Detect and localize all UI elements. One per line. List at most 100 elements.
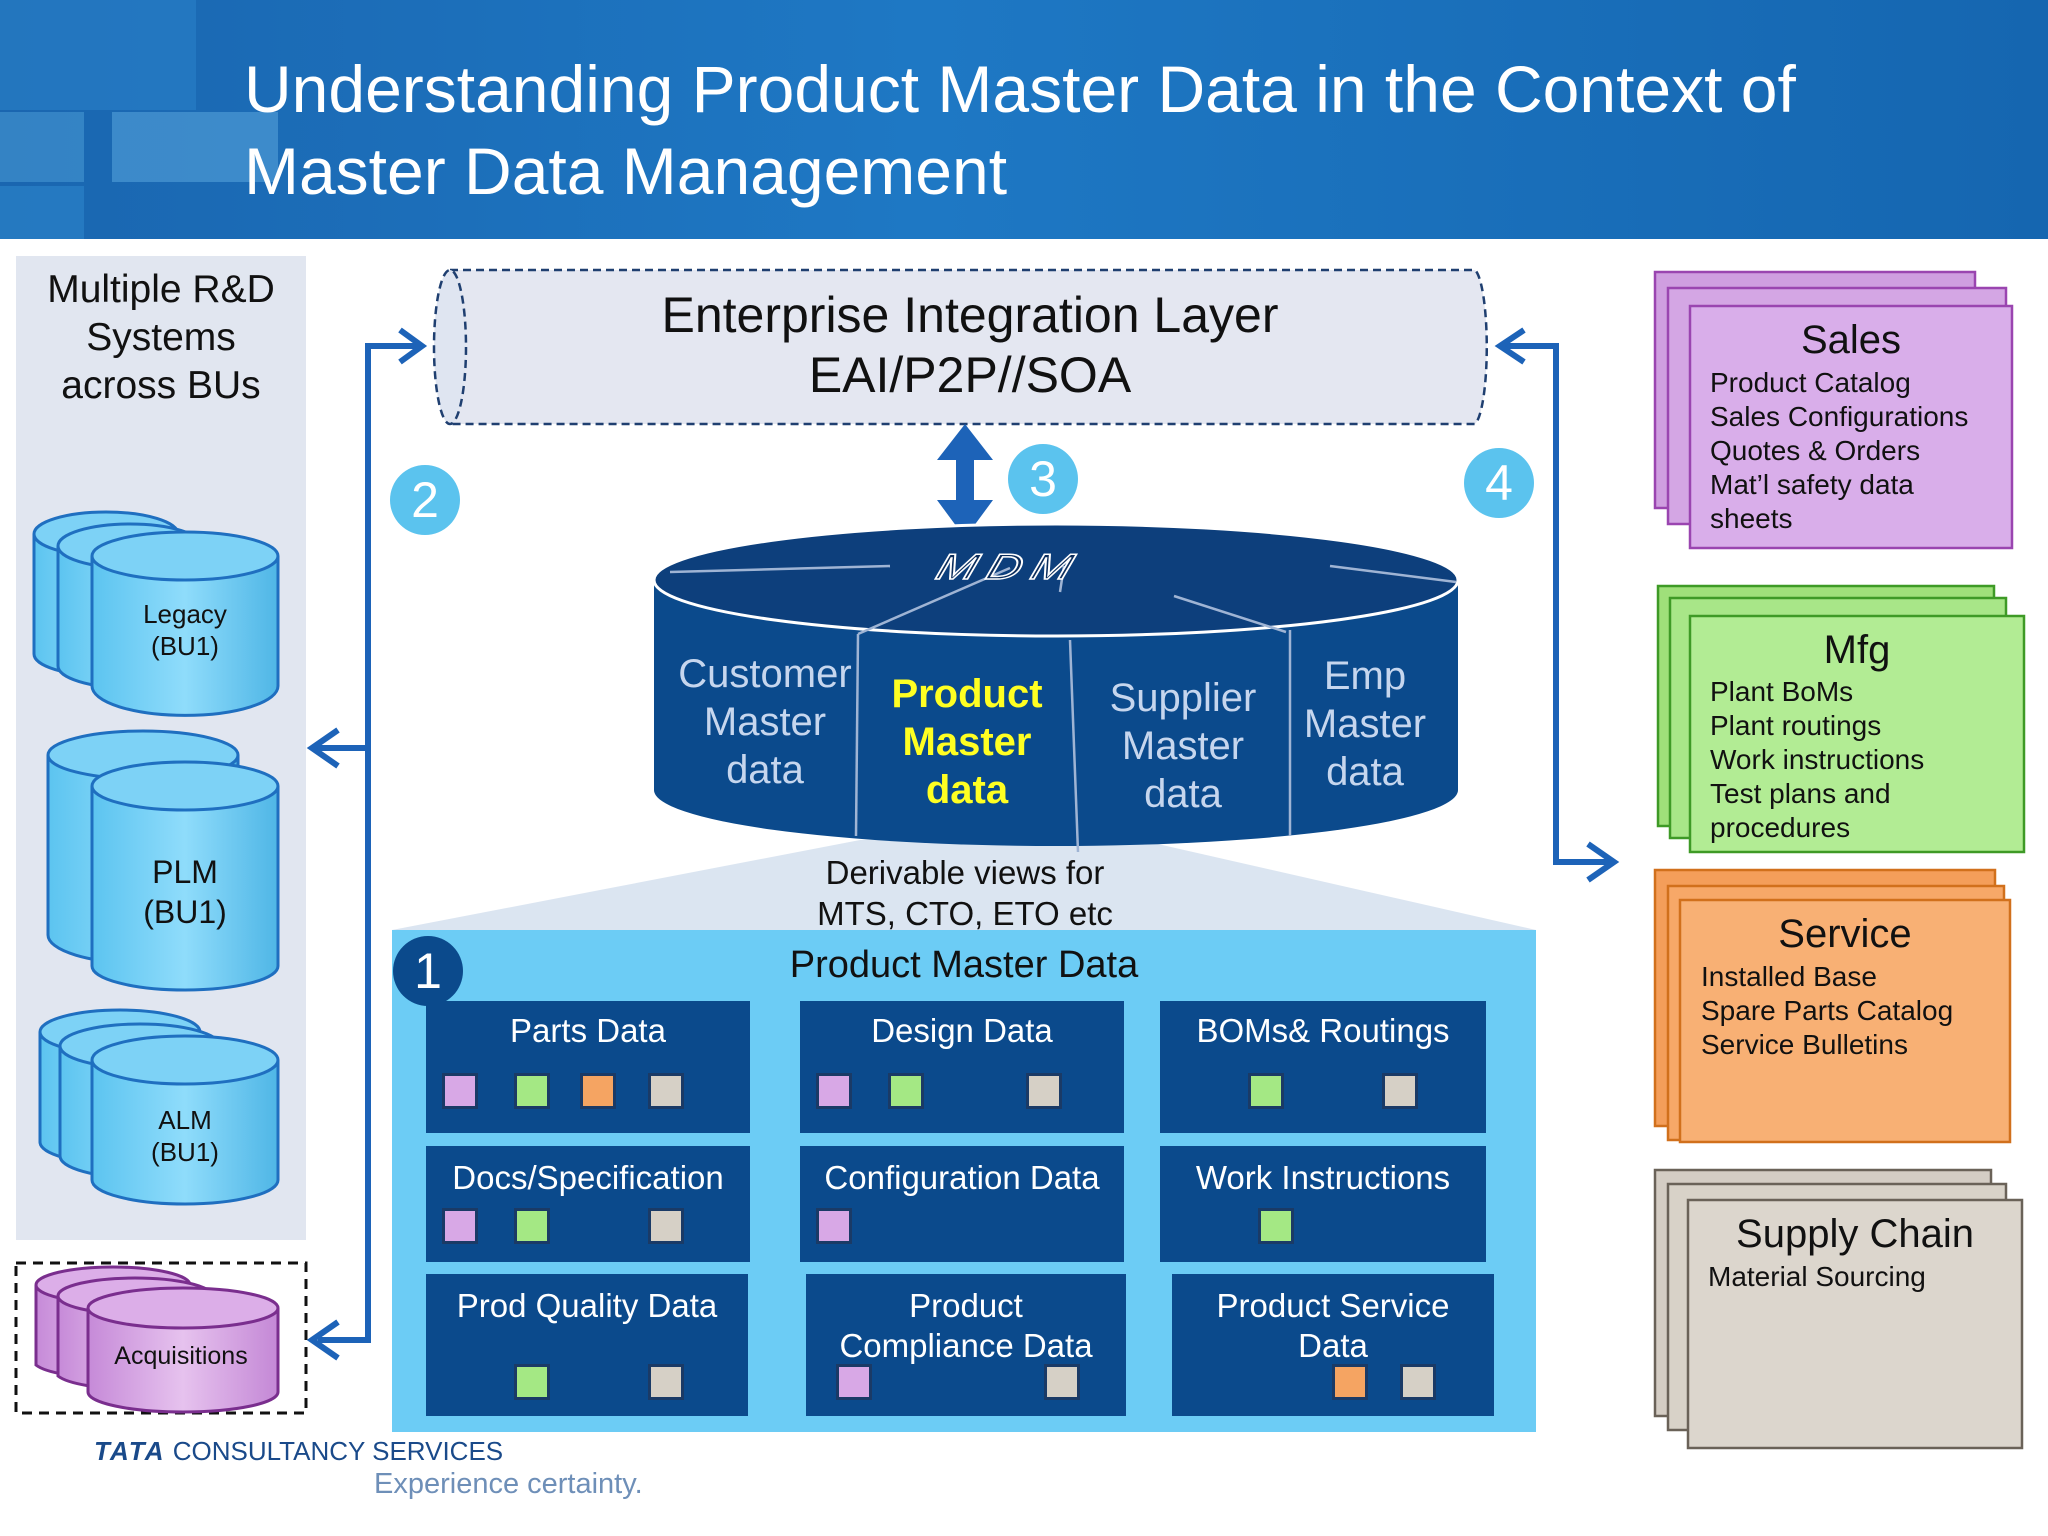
card-item: Service Bulletins [1701,1029,1908,1060]
header-banner [0,0,2048,239]
swatch-supply-chain [1044,1364,1080,1400]
service-card-title: Service [1778,912,1912,956]
tcs-logo: TATA CONSULTANCY SERVICES [94,1436,503,1467]
heading-line: across BUs [61,364,261,407]
swatch-mfg [514,1364,550,1400]
acquisitions-label: Acquisitions [114,1342,248,1370]
swatch-supply-chain [648,1364,684,1400]
card-item: Plant routings [1710,710,1882,741]
service-card-items: Installed Base Spare Parts Catalog Servi… [1701,960,1953,1062]
title-line: Master Data Management [244,134,1008,208]
supply-chain-card-stack [1653,1168,2024,1450]
acquisitions-db-stack [34,1265,280,1414]
swatch-sales [816,1208,852,1244]
sales-card-items: Product Catalog Sales Configurations Quo… [1710,366,1968,536]
segment-line: Product [891,672,1043,716]
logo-brand-rest: CONSULTANCY SERVICES [165,1436,504,1466]
header-decor-square [0,112,84,182]
mfg-card-title: Mfg [1823,628,1891,672]
mdm-segment-supplier: Supplier Master data [1080,674,1286,818]
box-label: Prod Quality Data [456,1287,718,1324]
box-label: Data [1298,1327,1368,1364]
supply-chain-card-items: Material Sourcing [1708,1260,1926,1294]
mfg-card-stack [1656,584,2026,854]
box-label: BOMs& Routings [1196,1012,1450,1049]
swatch-supply-chain [1400,1364,1436,1400]
header-decor-square [112,112,278,182]
mfg-card-items: Plant BoMs Plant routings Work instructi… [1710,675,1924,845]
integration-layer-label: Enterprise Integration Layer EAI/P2P//SO… [560,285,1380,405]
card-item: Quotes & Orders [1710,435,1921,466]
product-master-data-title: Product Master Data [789,944,1139,986]
db-bu: (BU1) [143,894,227,930]
legacy-db-stack [32,510,280,717]
segment-line: data [726,748,804,792]
alm-db-label: ALM (BU1) [118,1104,252,1168]
card-item: Mat’l safety data [1710,469,1914,500]
header-decor-square [0,0,196,110]
card-item: procedures [1710,812,1851,843]
pmd-box-parts-data: Parts Data [426,1001,750,1133]
alm-db-stack [38,1008,280,1206]
derivable-views-note: Derivable views for MTS, CTO, ETO etc [780,852,1150,934]
db-name: Legacy [143,599,227,629]
mdm-detail-callout [392,840,1536,930]
segment-line: Master [902,720,1032,764]
sales-card-stack [1653,270,2014,550]
db-bu: (BU1) [151,1137,219,1167]
segment-line: data [1326,750,1404,794]
mdm-segment-product: Product Master data [862,670,1072,814]
integration-line: EAI/P2P//SOA [808,347,1132,403]
swatch-supply-chain [1382,1073,1418,1109]
segment-line: Master [1121,724,1245,768]
segment-line: Customer [678,652,852,696]
card-item: sheets [1710,503,1793,534]
step-3-badge: 3 [1008,444,1078,514]
integration-line: Enterprise Integration Layer [661,287,1279,343]
pmd-box-docs-specification: Docs/Specification [426,1146,750,1262]
swatch-supply-chain [648,1073,684,1109]
box-label: Design Data [871,1012,1053,1049]
pmd-box-design-data: Design Data [800,1001,1124,1133]
card-item: Plant BoMs [1710,676,1854,707]
card-item: Product Catalog [1710,367,1911,398]
derivable-line: Derivable views for [825,854,1105,891]
page-title: Understanding Product Master Data in the… [244,48,1964,212]
card-item: Test plans and [1710,778,1891,809]
step-2-badge: 2 [390,465,460,535]
box-label: Compliance Data [839,1327,1093,1364]
segment-line: Master [1303,702,1427,746]
card-item: Sales Configurations [1710,401,1969,432]
card-item: Material Sourcing [1708,1261,1926,1292]
pmd-box-prod-quality-data: Prod Quality Data [426,1274,748,1416]
supply-chain-card-title: Supply Chain [1736,1212,1974,1256]
box-label: Configuration Data [824,1159,1100,1196]
segment-line: Supplier [1109,676,1257,720]
mdm-database [652,522,1460,853]
integration-layer-pipe [432,268,1489,426]
step-1-badge: 1 [393,936,463,1006]
header-decor-square [0,186,84,239]
swatch-service [580,1073,616,1109]
db-name: ALM [158,1105,212,1135]
segment-line: data [1144,772,1222,816]
db-name: PLM [152,854,218,890]
plm-db-stack [46,729,280,992]
swatch-mfg [514,1208,550,1244]
pmd-box-work-instructions: Work Instructions [1160,1146,1486,1262]
mdm-label: MDM [930,547,1089,588]
box-label: Work Instructions [1195,1159,1451,1196]
pmd-box-product-compliance-data: Product Compliance Data [806,1274,1126,1416]
heading-line: Multiple R&D [47,268,275,311]
db-bu: (BU1) [151,631,219,661]
title-line: Understanding Product Master Data in the… [244,52,1796,126]
card-item: Installed Base [1701,961,1877,992]
plm-db-label: PLM (BU1) [118,852,252,932]
swatch-sales [836,1364,872,1400]
swatch-mfg [1258,1208,1294,1244]
left-flow-arrows [306,327,428,1361]
box-label: Docs/Specification [452,1159,724,1196]
segment-line: data [925,768,1009,812]
mdm-segment-customer: Customer Master data [672,650,858,794]
mdm-segment-employee: Emp Master data [1290,652,1440,796]
